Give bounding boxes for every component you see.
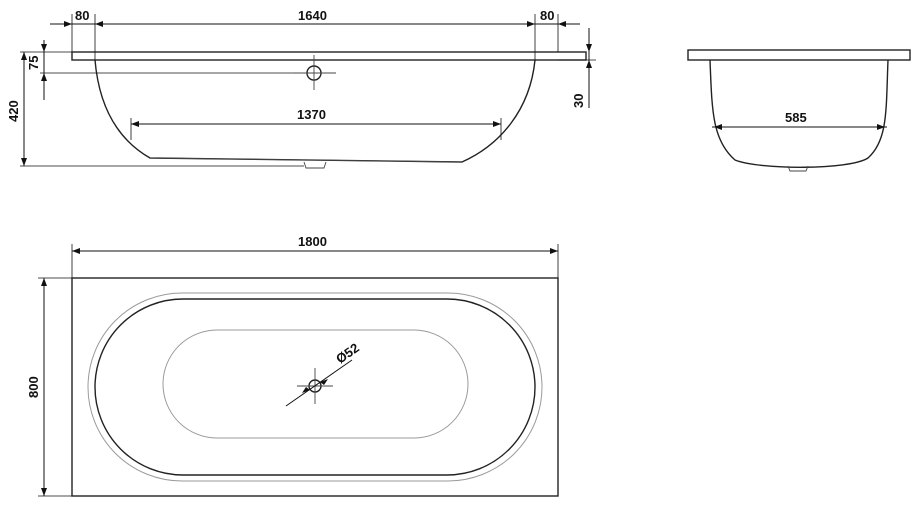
plan-basin-floor [162, 329, 469, 439]
plan-basin-edge [94, 298, 536, 476]
arrow-top-1 [64, 21, 72, 27]
dim-text-1640: 1640 [298, 8, 327, 23]
dim-text-30: 30 [571, 94, 586, 108]
arrow-top-2 [95, 21, 103, 27]
plan-outer-rim [71, 277, 559, 497]
arrow-1800-right [550, 248, 558, 254]
arrow-30-bottom [586, 60, 592, 68]
side-rim [71, 51, 587, 61]
dim-text-80-right: 80 [540, 8, 554, 23]
arrow-75-top [41, 44, 47, 52]
dim-line-52 [285, 359, 353, 407]
end-view: 585 [687, 49, 911, 172]
plan-basin-outer [87, 292, 543, 482]
arrow-1370-left [131, 121, 139, 127]
end-drain-foot [787, 165, 809, 172]
side-view: 80 1640 80 420 75 1370 30 [6, 8, 596, 169]
arrow-800-bottom [41, 488, 47, 496]
arrow-1800-left [72, 248, 80, 254]
side-bottom-line [149, 157, 463, 163]
arrow-585-right [877, 124, 885, 130]
arrow-1370-right [493, 121, 501, 127]
end-rim [687, 49, 911, 61]
arrow-52-b [320, 379, 328, 385]
arrow-30-top [586, 44, 592, 52]
dim-text-diameter-52: Ø52 [333, 340, 362, 366]
arrow-top-4 [558, 21, 566, 27]
arrow-420-bottom [21, 158, 27, 166]
arrow-800-top [41, 278, 47, 286]
end-body [709, 59, 889, 168]
arrow-420-top [21, 52, 27, 60]
dim-text-585: 585 [785, 110, 807, 125]
dim-text-80-left: 80 [75, 8, 89, 23]
dim-text-75: 75 [26, 56, 41, 70]
arrow-75-bottom [41, 73, 47, 81]
dim-text-420: 420 [6, 100, 21, 122]
arrow-top-3 [527, 21, 535, 27]
arrow-585-left [714, 124, 722, 130]
dim-text-1370: 1370 [297, 107, 326, 122]
side-drain-foot [303, 161, 327, 169]
dim-text-800: 800 [26, 376, 41, 398]
plan-view: Ø52 1800 800 [26, 234, 559, 497]
arrow-52-a [302, 387, 310, 393]
dim-text-1800: 1800 [298, 234, 327, 249]
